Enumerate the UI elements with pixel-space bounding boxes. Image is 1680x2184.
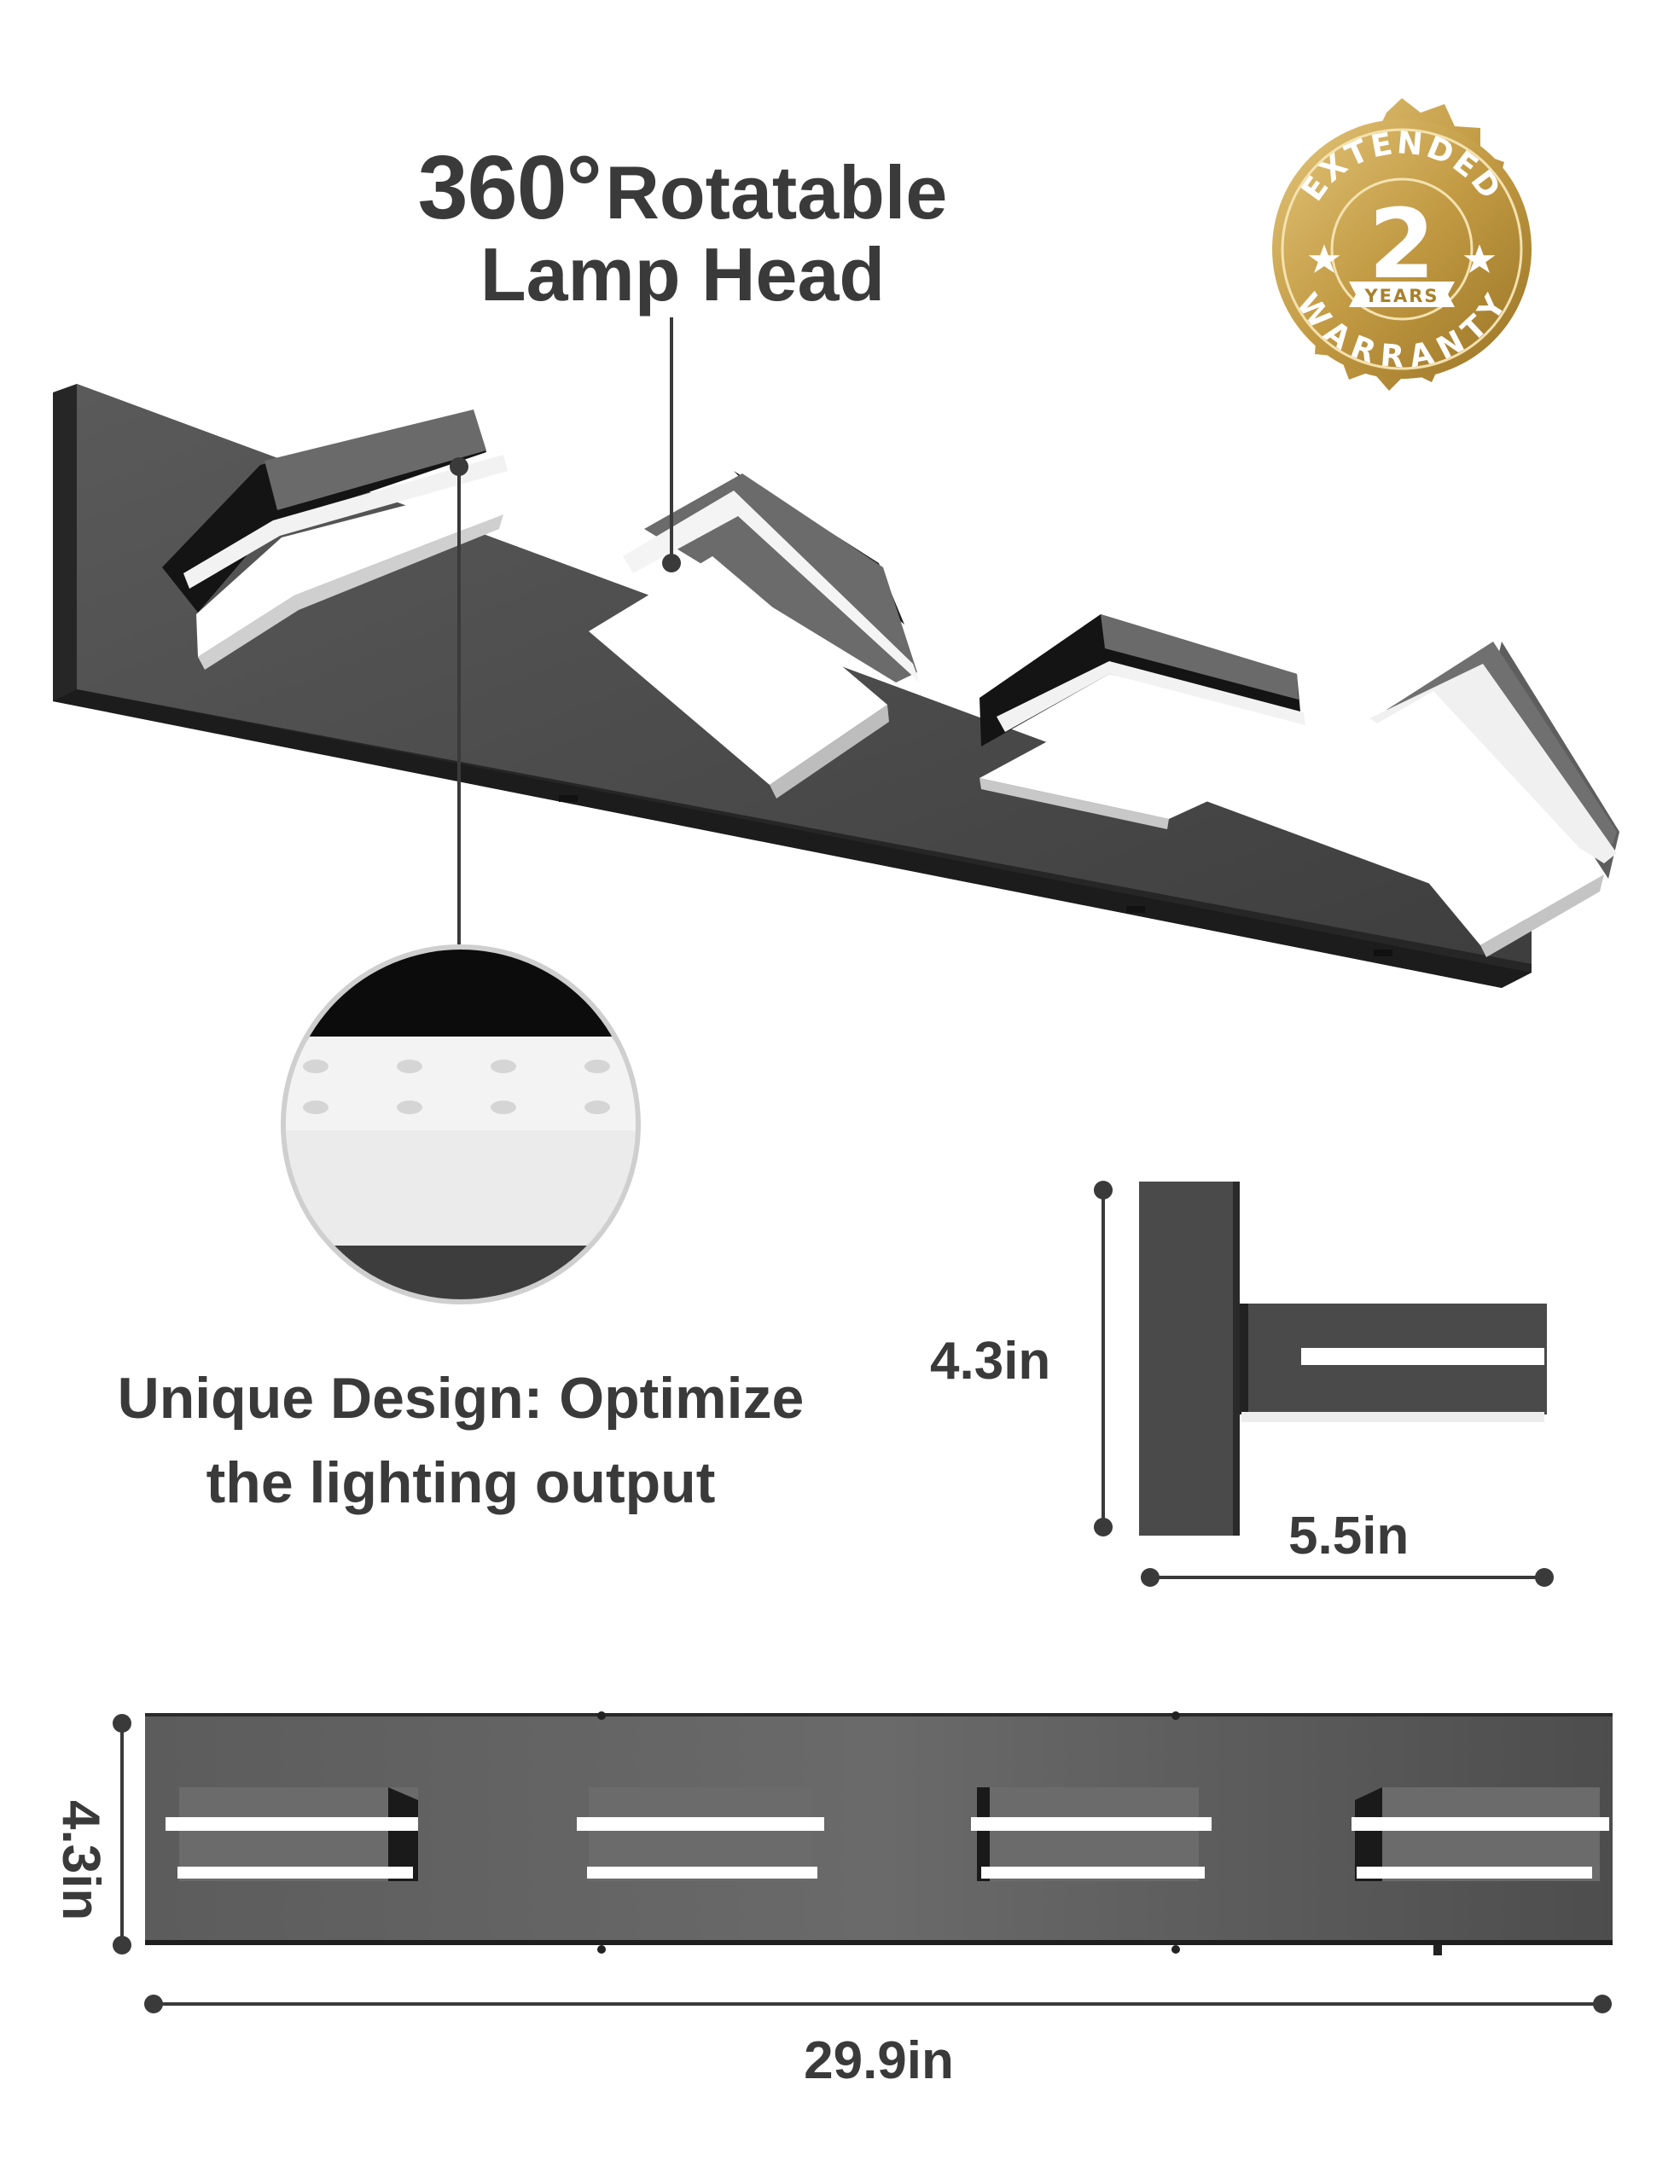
side-depth-label: 5.5in bbox=[1288, 1507, 1410, 1565]
zoom-callout-dot bbox=[450, 457, 468, 476]
zoom-detail-circle bbox=[281, 944, 641, 1304]
headline-number: 360° bbox=[417, 137, 602, 238]
caption-line2: the lighting output bbox=[206, 1449, 716, 1515]
side-height-label: 4.3in bbox=[930, 1332, 1051, 1391]
lamp-head-4 bbox=[1322, 642, 1619, 957]
warranty-badge: EXTENDED WARRANTY 2 YEARS bbox=[1272, 98, 1532, 391]
front-height-label: 4.3in bbox=[51, 1800, 110, 1921]
feature-caption: Unique Design: Optimize the lighting out… bbox=[51, 1356, 870, 1525]
warranty-ribbon bbox=[1349, 282, 1455, 307]
star-icon bbox=[1463, 244, 1496, 273]
mount-mark-1 bbox=[559, 795, 578, 802]
lamp-head-3 bbox=[980, 614, 1305, 829]
mount-mark-2 bbox=[1126, 906, 1145, 913]
front-width-label: 29.9in bbox=[804, 2031, 954, 2090]
lamp-head-2 bbox=[589, 471, 920, 799]
headline: 360° Rotatable Lamp Head bbox=[256, 140, 1109, 317]
side-view-drawing bbox=[1139, 1182, 1547, 1536]
headline-text-line2: Lamp Head bbox=[480, 232, 886, 317]
star-icon bbox=[1308, 244, 1340, 273]
headline-callout-dot bbox=[662, 554, 681, 572]
headline-text-line1: Rotatable bbox=[605, 150, 948, 235]
mount-mark-3 bbox=[1374, 950, 1392, 956]
caption-line1: Unique Design: Optimize bbox=[117, 1366, 805, 1431]
front-view-drawing bbox=[145, 1711, 1613, 1955]
lamp-head-1 bbox=[162, 410, 512, 670]
warranty-ribbon-text: YEARS bbox=[1363, 286, 1439, 306]
